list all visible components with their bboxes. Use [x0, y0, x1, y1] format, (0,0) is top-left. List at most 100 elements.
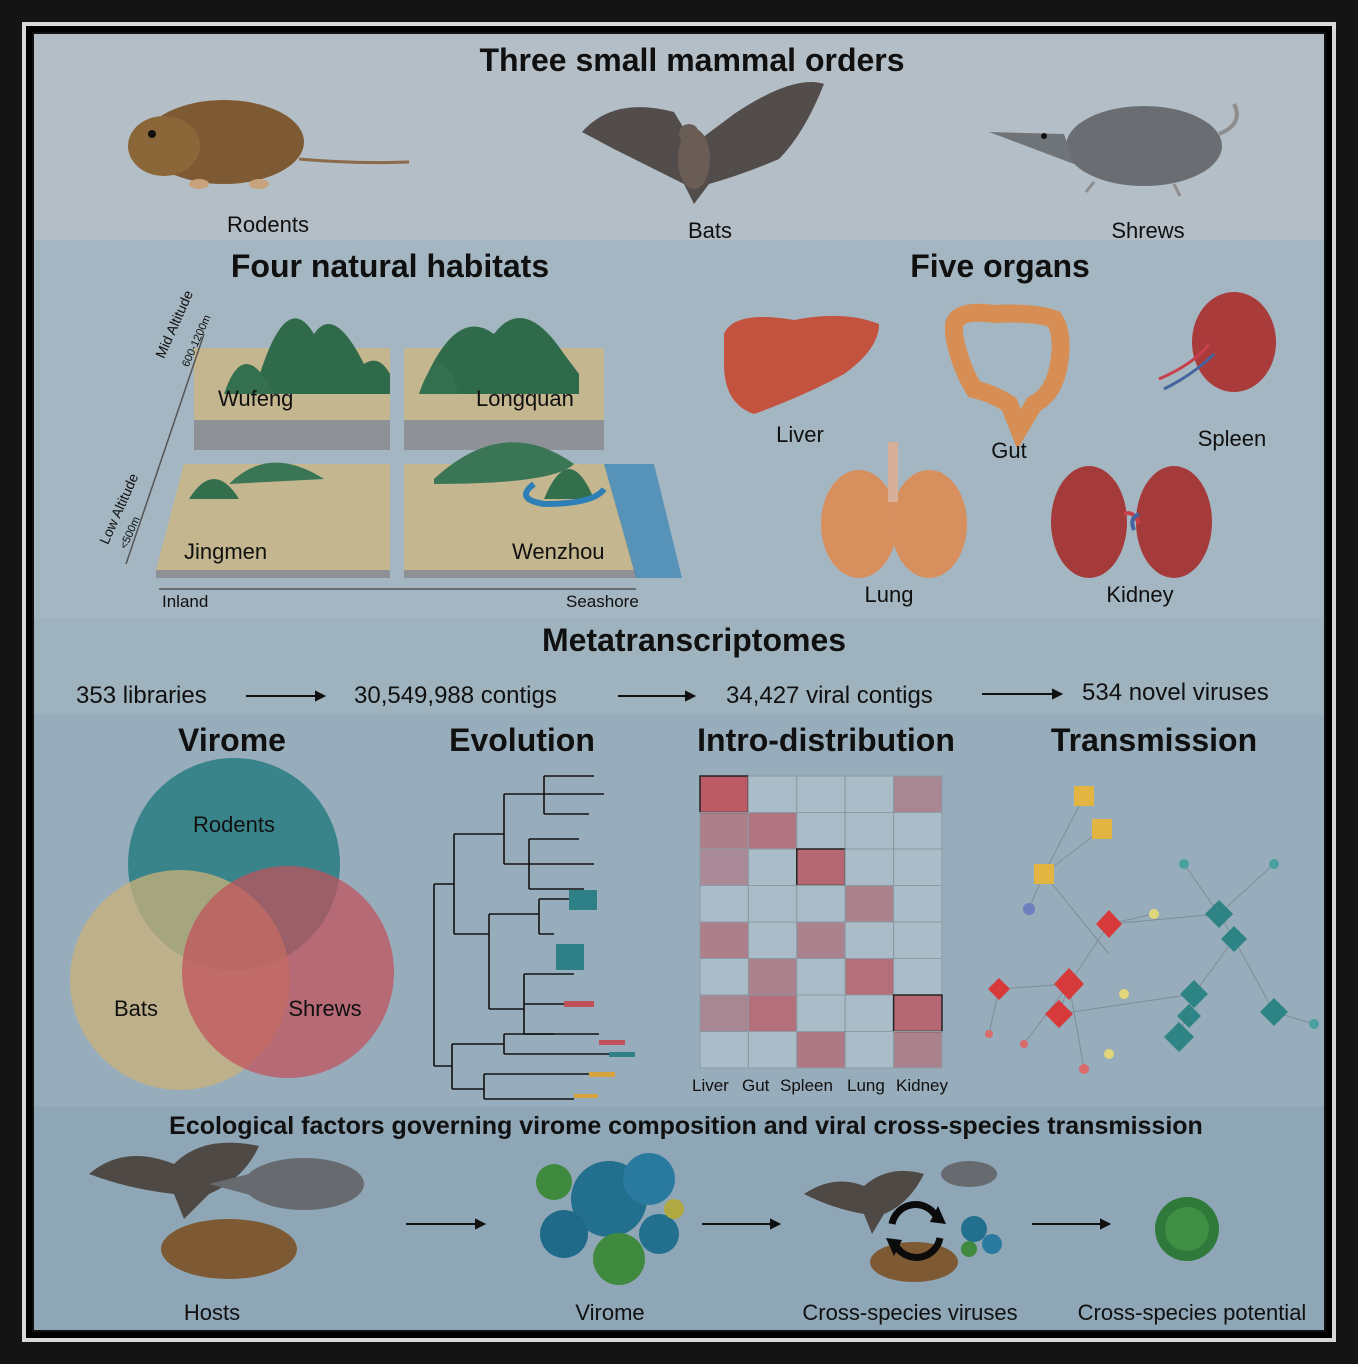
heatmap-cell: [893, 885, 943, 923]
habitats-title: Four natural habitats: [230, 248, 550, 284]
step-libraries: 353 libraries: [76, 682, 207, 709]
gut-label: Gut: [991, 438, 1027, 463]
rodent-illustration: [128, 100, 410, 189]
heatmap-cell: [747, 885, 798, 923]
phylogenetic-tree: [433, 775, 619, 1100]
heatmap-cell: [844, 958, 895, 996]
ecology-panel: [34, 1106, 1324, 1330]
distribution-title: Intro-distribution: [697, 722, 955, 758]
cross-species-illustration: [804, 1161, 1002, 1282]
ecology-virome: Virome: [575, 1300, 645, 1325]
heatmap-cell: [747, 848, 798, 886]
heatmap-cell: [893, 812, 943, 850]
seashore-label: Seashore: [566, 592, 639, 611]
venn-shrews: Shrews: [288, 996, 362, 1021]
heatmap-cell: [699, 848, 749, 886]
step-viral-contigs: 34,427 viral contigs: [726, 682, 933, 709]
heatmap-cell: [747, 812, 798, 850]
virus-illustration: [1155, 1197, 1219, 1261]
heatmap-cell: [747, 1031, 798, 1069]
heatmap-cell: [844, 812, 895, 850]
liver-label: Liver: [776, 422, 824, 447]
shrews-label: Shrews: [1111, 218, 1185, 243]
illustrations: [70, 82, 1319, 1285]
heatmap-cell: [893, 1031, 943, 1069]
heatmap-cell: [699, 812, 749, 850]
heatmap-cell: [893, 848, 943, 886]
heatmap-cell: [844, 1031, 895, 1069]
heatmap-cell: [796, 994, 846, 1032]
heatmap-cell: [796, 848, 846, 887]
inland-label: Inland: [162, 592, 209, 611]
tree-highlights: [556, 890, 635, 1098]
pipeline-arrows: [246, 688, 1064, 702]
step-novel-viruses: 534 novel viruses: [1082, 679, 1269, 706]
venn-rodents: Rodents: [193, 812, 275, 837]
site-longquan: Longquan: [476, 386, 574, 411]
heatmap-col-lung: Lung: [847, 1076, 885, 1095]
ecology-arrows: [406, 1218, 1112, 1230]
heatmap-cell: [844, 885, 895, 923]
heatmap-cell: [796, 921, 846, 959]
heatmap-cell: [893, 958, 943, 996]
heatmap-cell: [796, 1031, 846, 1069]
evolution-title: Evolution: [449, 722, 595, 758]
organs-title: Five organs: [910, 248, 1090, 284]
site-wenzhou: Wenzhou: [512, 539, 605, 564]
venn-bats: Bats: [113, 996, 159, 1021]
heatmap-cell: [747, 958, 798, 996]
virome-title: Virome: [178, 722, 286, 758]
heatmap-cell: [893, 775, 943, 813]
ecology-title: Ecological factors governing virome comp…: [169, 1112, 1203, 1140]
heatmap-cell: [796, 775, 846, 813]
shrew-illustration: [989, 103, 1239, 197]
site-wufeng: Wufeng: [218, 386, 294, 411]
network-nodes: [985, 786, 1319, 1074]
step-contigs: 30,549,988 contigs: [354, 682, 557, 709]
ecology-cross-species-potential: Cross-species potential: [1077, 1300, 1307, 1325]
heatmap-cell: [747, 921, 798, 959]
metatranscriptomes-title: Metatranscriptomes: [541, 622, 847, 658]
heatmap-col-liver: Liver: [692, 1076, 729, 1095]
spleen-label: Spleen: [1197, 426, 1267, 451]
heatmap-cell: [699, 885, 749, 923]
heatmap-col-spleen: Spleen: [780, 1076, 833, 1095]
virome-illustration: [536, 1153, 684, 1285]
heatmap-cell: [747, 994, 798, 1032]
lung-label: Lung: [864, 582, 914, 607]
heatmap: [699, 775, 943, 1069]
kidney-label: Kidney: [1106, 582, 1174, 607]
mammals-title: Three small mammal orders: [479, 42, 905, 78]
organ-illustrations: [724, 292, 1276, 578]
transmission-title: Transmission: [1050, 722, 1258, 758]
site-jingmen: Jingmen: [184, 539, 268, 564]
heatmap-col-gut: Gut: [742, 1076, 770, 1095]
heatmap-cell: [893, 921, 943, 959]
heatmap-cell: [699, 1031, 749, 1069]
heatmap-cell: [699, 958, 749, 996]
heatmap-cell: [796, 812, 846, 850]
heatmap-cell: [699, 994, 749, 1032]
heatmap-cell: [844, 994, 895, 1032]
transmission-network: [988, 795, 1315, 1070]
bats-label: Bats: [687, 218, 733, 243]
heatmap-col-kidney: Kidney: [896, 1076, 948, 1095]
graphical-abstract: Three small mammal orders Rodents Bats S…: [32, 32, 1326, 1332]
metatranscriptomes-panel: [34, 618, 1324, 714]
hosts-illustration: [89, 1142, 364, 1279]
venn-diagram: [70, 758, 394, 1090]
heatmap-cell: [747, 775, 798, 813]
heatmap-cell: [844, 921, 895, 959]
heatmap-cell: [796, 958, 846, 996]
rodents-label: Rodents: [227, 212, 309, 237]
ecology-hosts: Hosts: [183, 1300, 241, 1325]
heatmap-cell: [892, 994, 943, 1033]
heatmap-cell: [844, 848, 895, 886]
heatmap-cell: [796, 885, 846, 923]
heatmap-cell: [844, 775, 895, 813]
habitat-terrain: [125, 318, 682, 590]
heatmap-cell: [699, 921, 749, 959]
ecology-cross-species-viruses: Cross-species viruses: [802, 1300, 1018, 1325]
bat-illustration: [582, 82, 824, 204]
heatmap-cell: [699, 775, 750, 814]
